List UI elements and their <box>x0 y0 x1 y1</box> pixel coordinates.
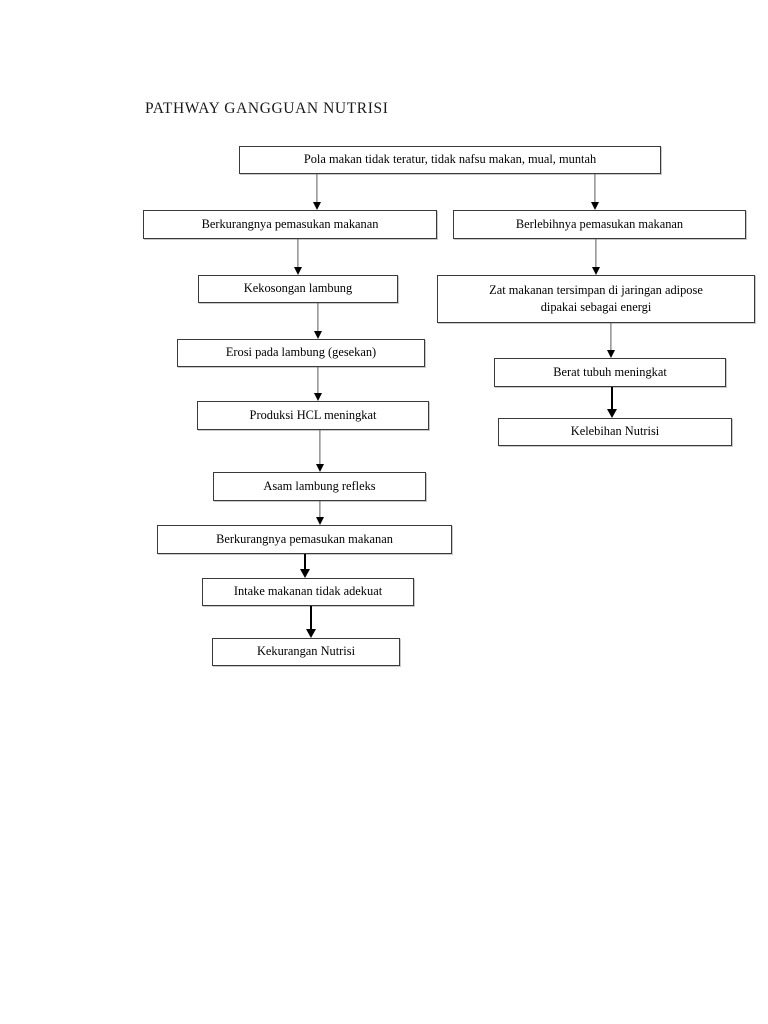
arrow-produksi-hcl-to-asam-lambung <box>313 430 327 472</box>
page-title: PATHWAY GANGGUAN NUTRISI <box>145 100 389 117</box>
flow-node-zat-makanan-line1: Zat makanan tersimpan di jaringan adipos… <box>489 283 703 298</box>
flow-node-kekurangan-nutrisi: Kekurangan Nutrisi <box>212 638 400 666</box>
arrow-asam-lambung-to-berkurangnya-2 <box>313 501 327 525</box>
arrow-zat-makanan-to-berat-tubuh <box>604 323 618 358</box>
arrow-intake-to-kekurangan-nutrisi <box>303 606 319 638</box>
arrow-kekosongan-to-erosi <box>311 303 325 339</box>
flow-node-intake-makanan-tidak-adekuat: Intake makanan tidak adekuat <box>202 578 414 606</box>
arrow-erosi-to-produksi-hcl <box>311 367 325 401</box>
arrow-berkurangnya-2-to-intake <box>297 554 313 578</box>
arrow-pola-makan-to-berkurangnya <box>310 174 324 210</box>
flow-node-zat-makanan-tersimpan: Zat makanan tersimpan di jaringan adipos… <box>437 275 755 323</box>
flow-node-zat-makanan-line2: dipakai sebagai energi <box>540 300 652 314</box>
flow-node-asam-lambung-refleks: Asam lambung refleks <box>213 472 426 501</box>
flow-node-berat-tubuh-meningkat: Berat tubuh meningkat <box>494 358 726 387</box>
flow-node-berlebihnya-pemasukan-makanan: Berlebihnya pemasukan makanan <box>453 210 746 239</box>
flow-node-kelebihan-nutrisi: Kelebihan Nutrisi <box>498 418 732 446</box>
arrow-berat-tubuh-to-kelebihan-nutrisi <box>604 387 620 418</box>
flow-node-erosi-pada-lambung: Erosi pada lambung (gesekan) <box>177 339 425 367</box>
arrow-berlebihnya-to-zat-makanan <box>589 239 603 275</box>
arrow-berkurangnya-to-kekosongan <box>291 239 305 275</box>
flow-node-kekosongan-lambung: Kekosongan lambung <box>198 275 398 303</box>
flow-node-berkurangnya-pemasukan-makanan: Berkurangnya pemasukan makanan <box>143 210 437 239</box>
flow-node-produksi-hcl-meningkat: Produksi HCL meningkat <box>197 401 429 430</box>
flow-node-berkurangnya-pemasukan-makanan-2: Berkurangnya pemasukan makanan <box>157 525 452 554</box>
arrow-pola-makan-to-berlebihnya <box>588 174 602 210</box>
flow-node-pola-makan: Pola makan tidak teratur, tidak nafsu ma… <box>239 146 661 174</box>
